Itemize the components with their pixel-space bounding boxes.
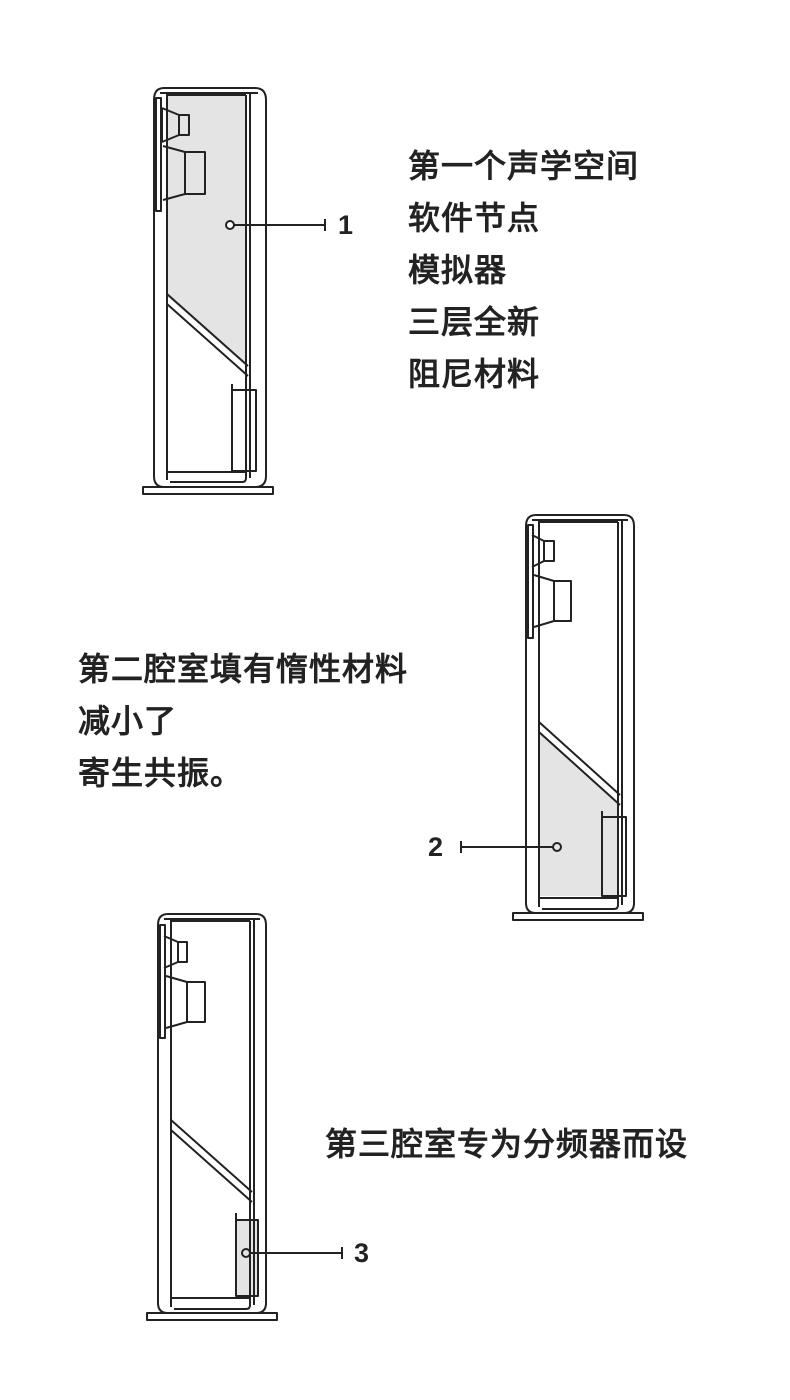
- callout-2-leader: [460, 841, 562, 853]
- speaker-2: [460, 514, 644, 921]
- woofer-driver: [165, 975, 206, 1029]
- chamber-2-highlight: [540, 733, 618, 896]
- cabinet-inner-wall: [174, 921, 251, 1310]
- caption-1-line: 阻尼材料: [408, 355, 541, 393]
- callout-3-leader: [241, 1247, 343, 1259]
- callout-3-number: 3: [354, 1238, 370, 1268]
- tweeter-driver: [163, 935, 188, 969]
- caption-1: 第一个声学空间 软件节点 模拟器 三层全新 阻尼材料: [408, 140, 639, 400]
- woofer-driver: [162, 145, 206, 201]
- speaker-1: [142, 87, 326, 495]
- diagonal-partition: [170, 1119, 253, 1203]
- caption-1-line: 三层全新: [408, 303, 541, 341]
- callout-2-number: 2: [428, 832, 444, 862]
- woofer-driver: [533, 574, 572, 628]
- caption-2-line: 寄生共振。: [78, 754, 244, 792]
- cabinet-inner-wall: [170, 95, 247, 483]
- tweeter-driver: [531, 534, 555, 568]
- crossover-box: [235, 1213, 259, 1297]
- caption-3: 第三腔室专为分频器而设: [325, 1118, 688, 1170]
- stand-base: [512, 912, 644, 921]
- stand-base: [146, 1312, 278, 1321]
- speaker-3: [146, 913, 343, 1321]
- tweeter-driver: [161, 107, 190, 143]
- diagonal-partition: [538, 721, 621, 806]
- diagonal-partition: [166, 293, 249, 377]
- chamber-3-highlight: [236, 1220, 258, 1296]
- stand-base: [142, 486, 274, 495]
- callout-1-leader: [225, 219, 326, 231]
- caption-1-line: 第一个声学空间: [408, 147, 640, 185]
- caption-2: 第二腔室填有惰性材料 减小了 寄生共振。: [78, 643, 408, 799]
- caption-2-line: 减小了: [78, 702, 178, 740]
- front-baffle: [155, 97, 162, 212]
- crossover-box: [231, 384, 257, 472]
- callout-1-number: 1: [338, 210, 354, 240]
- cabinet-inner-wall: [542, 522, 619, 910]
- caption-1-line: 软件节点: [408, 199, 541, 237]
- caption-1-line: 模拟器: [408, 251, 508, 289]
- chamber-1-highlight: [168, 95, 246, 366]
- caption-3-line: 第三腔室专为分频器而设: [325, 1125, 689, 1163]
- caption-2-line: 第二腔室填有惰性材料: [78, 650, 409, 688]
- crossover-box: [601, 811, 627, 897]
- front-baffle: [159, 924, 166, 1039]
- front-baffle: [527, 524, 534, 639]
